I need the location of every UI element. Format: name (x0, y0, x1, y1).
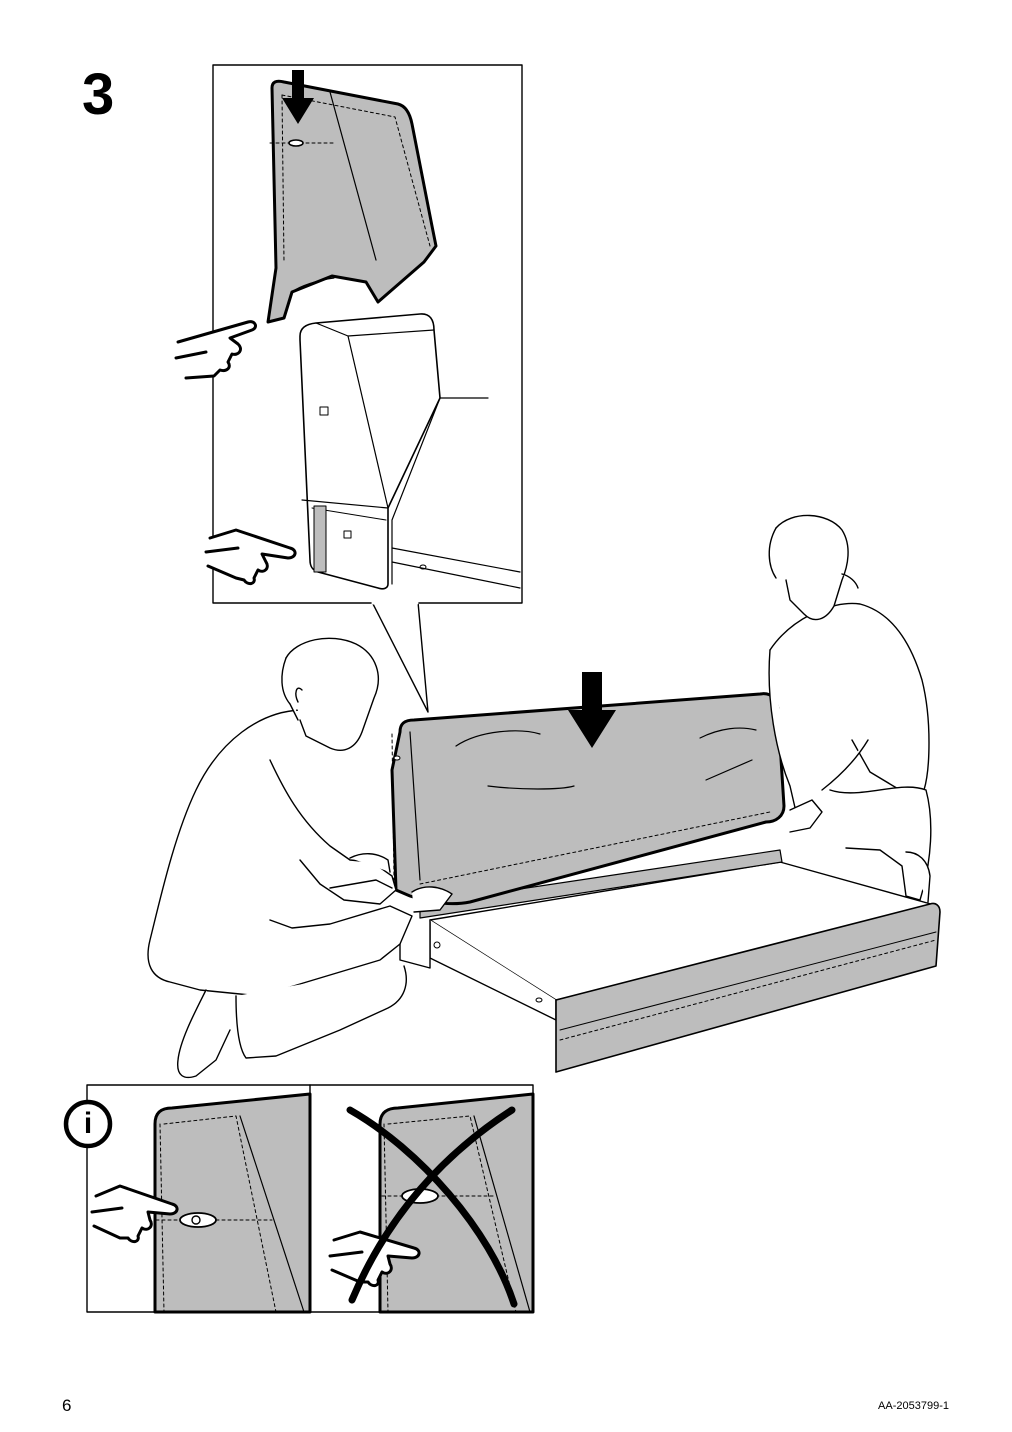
backrest-frame (299, 313, 521, 590)
pointing-hand-icon (90, 1184, 179, 1244)
down-arrow-icon (282, 70, 314, 124)
backrest-cover (266, 79, 438, 324)
down-arrow-icon (568, 672, 616, 748)
step-number: 3 (82, 62, 115, 127)
info-panels (63, 1084, 535, 1314)
person-left (147, 637, 453, 1079)
pointing-hand-icon (174, 320, 257, 380)
info-icon (63, 1099, 113, 1149)
front-rail (555, 902, 941, 1073)
document-code: AA-2053799-1 (878, 1400, 949, 1412)
info-icon-symbol: i (83, 1107, 93, 1140)
sofa-frame (399, 849, 941, 1073)
person-right (768, 514, 932, 903)
page-number: 6 (62, 1396, 72, 1415)
cross-mark-icon (346, 1106, 518, 1308)
correct-example (90, 1092, 312, 1314)
detail-callout (174, 64, 523, 713)
incorrect-example (328, 1092, 535, 1314)
pointing-hand-icon (204, 528, 297, 586)
